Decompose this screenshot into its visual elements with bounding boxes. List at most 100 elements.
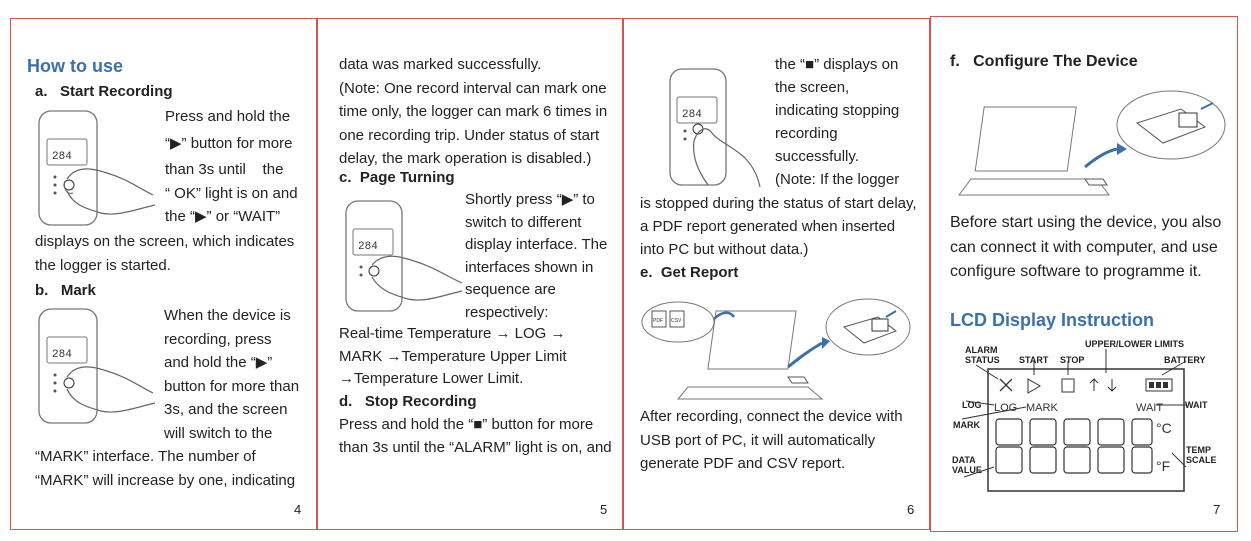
upper-lower-limits-label: UPPER/LOWER LIMITS xyxy=(1085,339,1184,349)
page-turning-full-text: Real-time Temperature → LOG → MARK →Temp… xyxy=(339,323,567,391)
page-7: f. Configure The Device Before start usi… xyxy=(930,16,1238,532)
text-line: After recording, connect the device with xyxy=(640,408,903,425)
page-number: 4 xyxy=(294,502,302,517)
lcd-wait-text: WAIT xyxy=(1136,402,1163,414)
text-line: successfully. xyxy=(775,148,859,165)
device-hand-illustration: 284 xyxy=(38,110,156,226)
start-recording-side-text: Press and hold the “▶” button for more t… xyxy=(165,105,298,229)
text-line: When the device is xyxy=(164,307,291,324)
lcd-reading: 284 xyxy=(358,241,378,253)
text-line: configure software to programme it. xyxy=(950,263,1202,280)
text-line: Real-time Temperature → LOG → xyxy=(339,325,566,342)
lcd-reading: 284 xyxy=(52,349,72,361)
text-line: Before start using the device, you also xyxy=(950,214,1222,231)
label-line: ALARM xyxy=(965,345,998,355)
text-line: interfaces shown in xyxy=(465,258,594,276)
text-line: is stopped during the status of start de… xyxy=(640,195,917,212)
text-line: sequence are xyxy=(465,281,556,298)
lcd-screen-diagram: LOG MARK WAIT °C °F xyxy=(961,349,1187,492)
page-4: How to use a. Start Recording 284 Press … xyxy=(10,18,317,530)
stop-note-text: is stopped during the status of start de… xyxy=(640,192,917,261)
mark-full-text: “MARK” interface. The number of “MARK” w… xyxy=(35,445,295,492)
text-line: than 3s until the “ALARM” light is on, a… xyxy=(339,438,612,456)
text-line: data was marked successfully. xyxy=(339,56,542,73)
text-line: MARK →Temperature Upper Limit xyxy=(339,347,567,365)
laptop-usb-illustration xyxy=(958,90,1226,196)
text-line: (Note: One record interval can mark one xyxy=(339,79,607,97)
text-line: time only, the logger can mark 6 times i… xyxy=(339,103,608,120)
mark-side-text: When the device is recording, press and … xyxy=(164,304,299,445)
configure-device-title: f. Configure The Device xyxy=(950,53,1138,70)
text-line: will switch to the xyxy=(164,424,273,442)
data-value-digits xyxy=(995,418,1153,474)
text-line: “MARK” interface. The number of xyxy=(35,448,256,465)
text-line: the logger is started. xyxy=(35,256,171,274)
start-icon xyxy=(1027,378,1041,394)
fahrenheit-icon: °F xyxy=(1156,458,1170,474)
text-line: into PC but without data.) xyxy=(640,241,809,258)
text-line: delay, the mark operation is disabled.) xyxy=(339,150,592,167)
page-turning-side-text: Shortly press “▶” to switch to different… xyxy=(465,189,607,324)
text-line: one recording trip. Under status of star… xyxy=(339,126,600,144)
stop-recording-text: Press and hold the “■” button for more t… xyxy=(339,414,612,459)
lcd-mark-text: MARK xyxy=(1026,402,1058,414)
label-line: SCALE xyxy=(1186,455,1217,465)
text-line: USB port of PC, it will automatically xyxy=(640,431,876,449)
page-number: 7 xyxy=(1213,502,1221,517)
lcd-reading: 284 xyxy=(52,151,72,163)
text-line: “ OK” light is on and xyxy=(165,184,298,202)
text-line: generate PDF and CSV report. xyxy=(640,455,846,472)
configure-device-text: Before start using the device, you also … xyxy=(950,211,1221,285)
text-line: (Note: If the logger xyxy=(775,171,900,188)
text-line: the “■” displays on xyxy=(775,56,899,73)
text-line: →Temperature Lower Limit. xyxy=(339,370,524,387)
text-line: Press and hold the “■” button for more xyxy=(339,416,594,433)
pdf-file-icon: PDF xyxy=(653,318,663,324)
how-to-use-heading: How to use xyxy=(27,56,124,76)
log-label: LOG xyxy=(962,400,982,410)
stop-recording-continued-text: the “■” displays on the screen, indicati… xyxy=(775,53,899,191)
text-line: the screen, xyxy=(775,79,850,96)
data-value-label: DATA VALUE xyxy=(952,455,982,475)
start-recording-full-text: displays on the screen, which indicates … xyxy=(35,230,294,277)
device-hand-illustration: 284 xyxy=(345,200,463,312)
label-line: TEMP xyxy=(1186,445,1212,455)
device-hand-illustration: 284 xyxy=(38,308,156,424)
text-line: indicating stopping xyxy=(775,102,900,119)
alarm-status-label: ALARM STATUS xyxy=(965,345,1000,365)
text-line: displays on the screen, which indicates xyxy=(35,233,295,250)
lcd-reading: 284 xyxy=(682,109,702,121)
mark-continued-text: data was marked successfully. (Note: One… xyxy=(339,53,607,171)
label-line: STATUS xyxy=(965,355,1000,365)
mark-label: MARK xyxy=(953,420,980,430)
label-line: VALUE xyxy=(952,465,982,475)
text-line: display interface. The xyxy=(465,236,608,253)
celsius-icon: °C xyxy=(1156,420,1172,436)
text-line: a PDF report generated when inserted xyxy=(640,218,896,235)
stop-icon xyxy=(1061,378,1075,393)
text-line: can connect it with computer, and use xyxy=(950,238,1218,256)
lcd-display-heading: LCD Display Instruction xyxy=(950,310,1155,330)
text-line: switch to different xyxy=(465,213,582,231)
battery-icon xyxy=(1145,378,1173,392)
text-line: “MARK” will increase by one, indicating xyxy=(35,471,296,489)
text-line: recording, press xyxy=(164,330,272,348)
stop-label: STOP xyxy=(1060,355,1085,365)
text-line: recording xyxy=(775,125,838,142)
text-line: Shortly press “▶” to xyxy=(465,191,595,208)
text-line: than 3s until the xyxy=(165,161,284,178)
device-hand-illustration: 284 xyxy=(669,68,761,188)
wait-label: WAIT xyxy=(1185,400,1208,410)
text-line: the “▶” or “WAIT” xyxy=(165,208,281,225)
text-line: respectively: xyxy=(465,303,549,321)
text-line: and hold the “▶” xyxy=(164,354,273,371)
alarm-status-icon xyxy=(999,378,1013,392)
laptop-report-illustration: PDF CSV xyxy=(641,298,911,400)
get-report-text: After recording, connect the device with… xyxy=(640,405,903,476)
page-6: 284 the “■” displays on the screen, indi… xyxy=(623,18,930,530)
temp-scale-label: TEMP SCALE xyxy=(1186,445,1217,465)
csv-file-icon: CSV xyxy=(671,318,682,324)
text-line: “▶” button for more xyxy=(165,134,293,152)
page-number: 5 xyxy=(600,502,608,517)
page-5: data was marked successfully. (Note: One… xyxy=(317,18,623,530)
